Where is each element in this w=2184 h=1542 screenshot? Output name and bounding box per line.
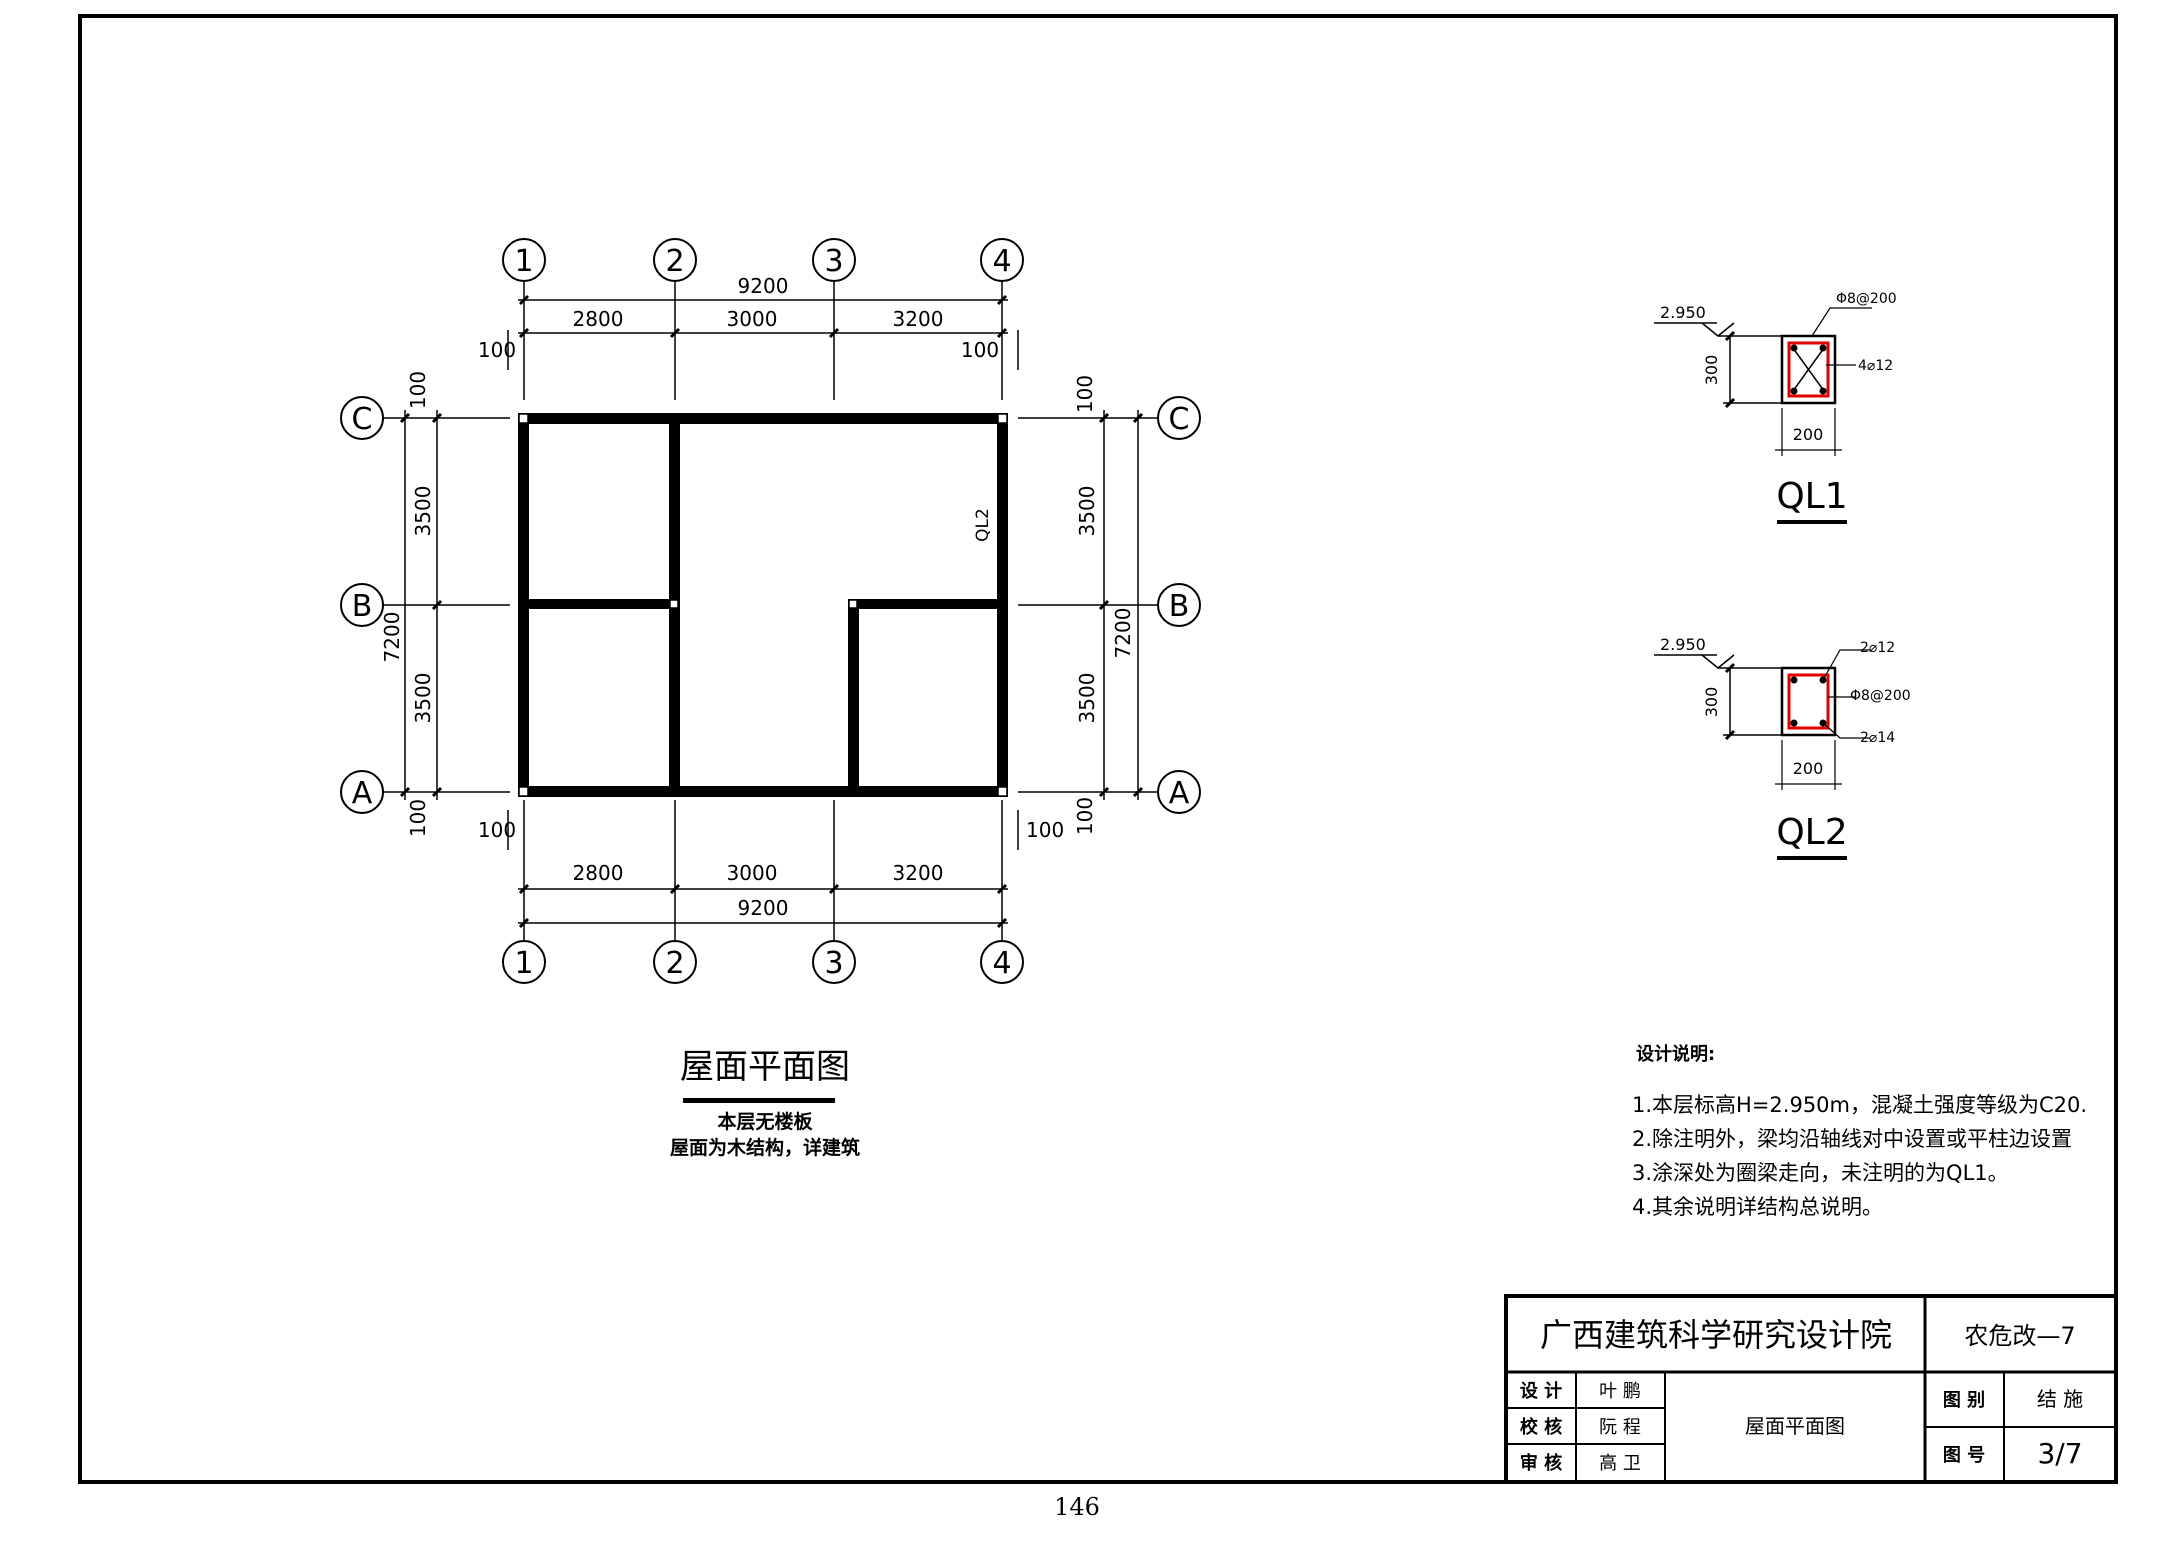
- grid-label-3-bottom: 3: [824, 946, 843, 981]
- ql2-stirrup: Φ8@200: [1850, 688, 1911, 704]
- ql2-title: QL2: [1776, 812, 1847, 853]
- ql1-bars: 4⌀12: [1858, 358, 1893, 374]
- dim-total-y-right: 7200: [1111, 608, 1135, 659]
- beam-label-ql2: QL2: [973, 508, 993, 542]
- ring-beams: [518, 413, 1008, 797]
- right-dimensions: [1018, 410, 1160, 800]
- dim-total-x-bottom: 9200: [738, 896, 789, 920]
- check-name: 阮 程: [1599, 1417, 1641, 1438]
- top-dim-ticks: [518, 294, 1008, 339]
- dim-span-1-bottom: 2800: [573, 861, 624, 885]
- dim-span-3-bottom: 3200: [893, 861, 944, 885]
- beam-axis-a: [518, 786, 1008, 797]
- review-label: 审 核: [1520, 1452, 1562, 1474]
- ql1-title: QL1: [1776, 476, 1847, 517]
- institute-name: 广西建筑科学研究设计院: [1540, 1316, 1892, 1354]
- dim-total-x-top: 9200: [738, 274, 789, 298]
- ql2-top-bars: 2⌀12: [1860, 640, 1895, 656]
- grid-label-c-right: C: [1169, 402, 1190, 437]
- dim-span-2-top: 3000: [727, 307, 778, 331]
- project-code: 农危改—7: [1964, 1322, 2075, 1350]
- ql2-width: 200: [1793, 759, 1824, 778]
- drawing-name: 屋面平面图: [1745, 1414, 1845, 1438]
- dim-span-cb-right: 3500: [1075, 486, 1099, 537]
- bottom-dim-ticks: [518, 883, 1008, 929]
- ql1-height: 300: [1702, 355, 1721, 386]
- dim-offset-bottom-left: 100: [478, 818, 516, 842]
- grid-label-c-left: C: [352, 402, 373, 437]
- section-ql2: [1654, 649, 1870, 860]
- dim-span-3-top: 3200: [893, 307, 944, 331]
- grid-label-4-top: 4: [992, 244, 1011, 279]
- design-name: 叶 鹏: [1599, 1381, 1641, 1402]
- grid-bubbles-left: [340, 396, 384, 814]
- ql2-height: 300: [1702, 687, 1721, 718]
- grid-label-1-top: 1: [514, 244, 533, 279]
- dim-offset-left-top: 100: [406, 371, 430, 409]
- ql1-width: 200: [1793, 425, 1824, 444]
- dim-offset-top-right: 100: [961, 338, 999, 362]
- ql1-stirrup: Φ8@200: [1836, 291, 1897, 307]
- ql1-elevation: 2.950: [1660, 303, 1706, 322]
- left-dimensions: [382, 410, 510, 800]
- beam-secondary-vertical: [848, 599, 859, 797]
- right-dim-ticks: [1098, 412, 1144, 798]
- dim-span-2-bottom: 3000: [727, 861, 778, 885]
- ql2-elevation: 2.950: [1660, 635, 1706, 654]
- plan-note-line1: 本层无楼板: [717, 1110, 813, 1133]
- title-block: [1504, 1294, 2118, 1484]
- left-dim-ticks: [399, 412, 443, 798]
- dim-span-cb-left: 3500: [411, 486, 435, 537]
- grid-bubbles-bottom: [502, 940, 1024, 984]
- notes-heading: 设计说明:: [1636, 1043, 1715, 1065]
- grid-bubbles-right: [1157, 396, 1201, 814]
- plan-note-line2: 屋面为木结构，详建筑: [670, 1136, 860, 1159]
- dim-total-y-left: 7200: [380, 612, 404, 663]
- dim-offset-top-left: 100: [478, 338, 516, 362]
- grid-label-2-top: 2: [665, 244, 684, 279]
- grid-label-3-top: 3: [824, 244, 843, 279]
- number-value: 3/7: [2037, 1437, 2082, 1470]
- grid-label-b-right: B: [1169, 589, 1190, 624]
- dim-offset-bottom-right: 100: [1026, 818, 1064, 842]
- grid-label-1-bottom: 1: [514, 946, 533, 981]
- sheet-frame: [78, 14, 2118, 1484]
- note-item-4: 4.其余说明详结构总说明。: [1632, 1195, 1883, 1219]
- section-ql1: [1654, 307, 1872, 524]
- grid-label-a-right: A: [1169, 776, 1190, 811]
- note-item-1: 1.本层标高H=2.950m，混凝土强度等级为C20.: [1632, 1093, 2087, 1117]
- dim-offset-left-bottom: 100: [406, 799, 430, 837]
- grid-label-2-bottom: 2: [665, 946, 684, 981]
- beam-axis-b-left: [518, 599, 680, 609]
- dim-span-ba-right: 3500: [1075, 673, 1099, 724]
- plan-title: 屋面平面图: [680, 1047, 850, 1087]
- ql2-bottom-bars: 2⌀14: [1860, 730, 1895, 746]
- number-label: 图 号: [1943, 1445, 1985, 1466]
- top-dimensions: [507, 281, 1019, 400]
- dim-span-ba-left: 3500: [411, 673, 435, 724]
- check-label: 校 核: [1520, 1416, 1562, 1438]
- grid-label-4-bottom: 4: [992, 946, 1011, 981]
- bottom-dimensions: [507, 800, 1019, 940]
- grid-label-b-left: B: [352, 589, 373, 624]
- plan-title-underline: [683, 1098, 835, 1103]
- page-number: 146: [1054, 1493, 1100, 1521]
- review-name: 高 卫: [1599, 1453, 1641, 1474]
- beam-axis-b-right: [848, 599, 1008, 609]
- grid-label-a-left: A: [352, 776, 373, 811]
- note-item-3: 3.涂深处为圈梁走向，未注明的为QL1。: [1632, 1161, 2009, 1185]
- design-label: 设 计: [1520, 1380, 1562, 1402]
- category-label: 图 别: [1943, 1390, 1985, 1411]
- column-marks: [518, 413, 1008, 797]
- beam-axis-c: [518, 413, 1008, 424]
- category-value: 结 施: [2037, 1387, 2083, 1411]
- dim-span-1-top: 2800: [573, 307, 624, 331]
- dim-offset-right-top: 100: [1073, 375, 1097, 413]
- note-item-2: 2.除注明外，梁均沿轴线对中设置或平柱边设置: [1632, 1127, 2072, 1151]
- grid-bubbles-top: [502, 238, 1024, 282]
- dim-offset-right-bottom: 100: [1073, 797, 1097, 835]
